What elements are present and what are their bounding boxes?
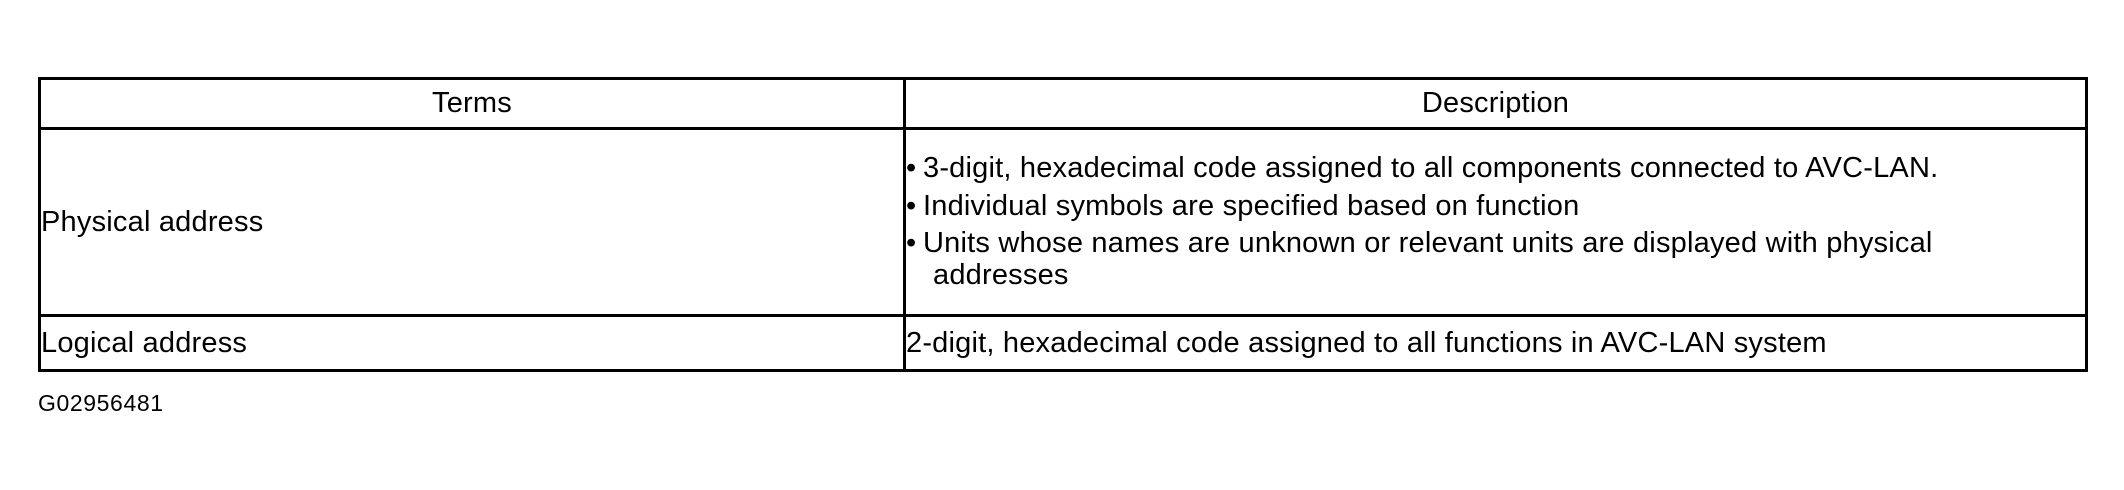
list-item-line: 3-digit, hexadecimal code assigned to al… [923,152,1939,185]
column-header-description: Description [903,77,2088,130]
bullet-list: • 3-digit, hexadecimal code assigned to … [906,152,2085,292]
bullet-icon: • [906,189,917,222]
list-item: • Units whose names are unknown or relev… [906,227,2085,292]
table-header-row: Terms Description [38,77,2088,130]
list-item-text: Units whose names are unknown or relevan… [923,227,2085,292]
list-item-text: 3-digit, hexadecimal code assigned to al… [923,152,2085,184]
list-item-line: Units whose names are unknown or relevan… [923,227,1933,259]
list-item: • Individual symbols are specified based… [906,190,2085,222]
figure-code-label: G02956481 [38,390,164,416]
list-item-text: Individual symbols are specified based o… [923,190,2085,222]
table-body: Physical address • 3-digit, hexadecimal … [38,127,2088,372]
terms-description-table: Terms Description Physical address • 3-d… [38,77,2088,372]
table-row: Physical address • 3-digit, hexadecimal … [38,127,2088,317]
list-item-line-wrapped: addresses [933,259,1069,292]
list-item: • 3-digit, hexadecimal code assigned to … [906,152,2085,184]
description-logical-address: 2-digit, hexadecimal code assigned to al… [903,314,2088,372]
table-row: Logical address 2-digit, hexadecimal cod… [38,314,2088,372]
term-physical-address: Physical address [38,127,906,317]
list-item-line: Individual symbols are specified based o… [923,189,1580,222]
table-header: Terms Description [38,77,2088,130]
column-header-terms: Terms [38,77,906,130]
bullet-icon: • [906,152,917,185]
description-physical-address: • 3-digit, hexadecimal code assigned to … [903,127,2088,317]
bullet-icon: • [906,227,917,259]
term-logical-address: Logical address [38,314,906,372]
